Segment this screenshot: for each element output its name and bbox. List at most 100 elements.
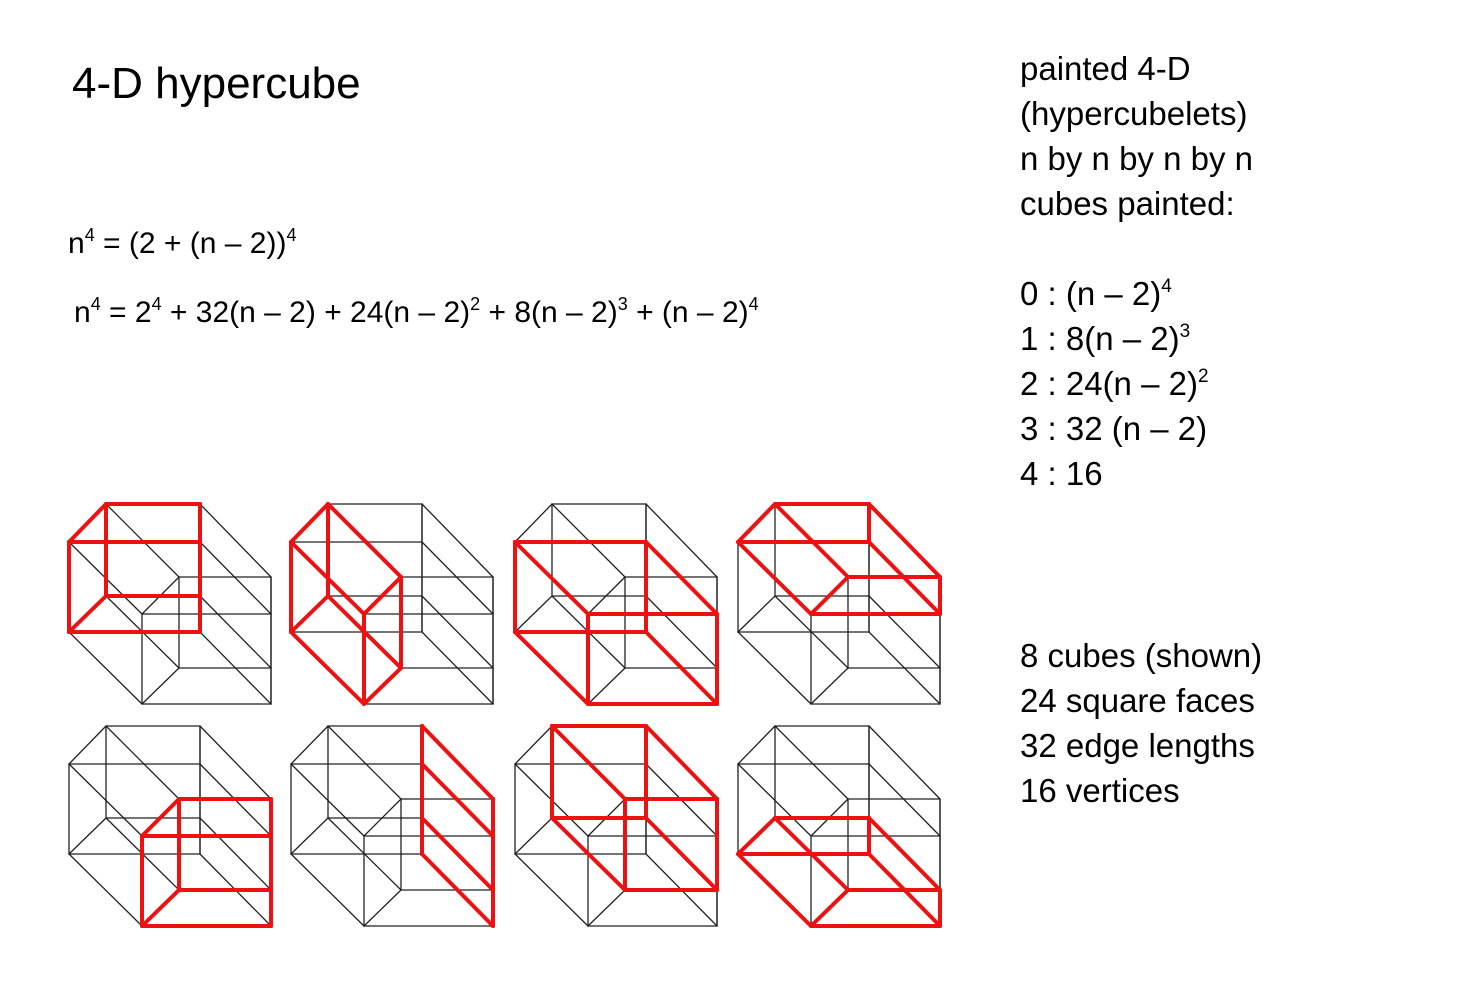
equation-lhs-exponent: 4 [84, 225, 95, 245]
heading-line: (hypercubelets) [1020, 95, 1248, 132]
wire-edge [514, 817, 553, 855]
wire-edge [514, 503, 553, 543]
hypercube-cube-upper-left [67, 502, 272, 705]
highlighted-cube-edge [867, 852, 942, 928]
highlighted-cube-edge [289, 630, 366, 706]
equation-lhs: n [68, 227, 85, 260]
painted-count-item: 4 : 16 [1020, 455, 1103, 492]
wire-edge [105, 725, 180, 800]
wire-edge [514, 853, 589, 927]
highlighted-cube-edge [550, 724, 627, 801]
summary-item: 8 cubes (shown) [1020, 637, 1263, 674]
wire-edge [810, 667, 849, 705]
wire-edge [327, 725, 402, 800]
wire-edge [514, 595, 553, 633]
wire-edge [421, 503, 494, 578]
highlighted-cube-edge [513, 540, 590, 616]
equation-exponent: 3 [617, 294, 628, 314]
highlighted-cube-edge [420, 724, 495, 801]
wire-edge [868, 631, 941, 705]
equation-exponent: 4 [90, 294, 101, 314]
equation-binomial-expansion: n4 = 24 + 32(n – 2) + 24(n – 2)2 + 8(n –… [74, 294, 759, 334]
wire-edge [363, 889, 402, 927]
highlighted-cube-edge [809, 575, 850, 616]
highlighted-cube-edge [736, 502, 777, 544]
wire-edge [68, 631, 143, 705]
wire-edge [68, 817, 107, 855]
equation-term: = 2 [100, 296, 152, 329]
highlighted-cube-edge [773, 816, 850, 892]
wire-edge [774, 725, 849, 800]
wire-edge [645, 503, 718, 578]
summary-item: 32 edge lengths [1020, 727, 1255, 764]
highlighted-cube-edge [644, 540, 719, 616]
wire-edge [199, 541, 272, 615]
heading-line: n by n by n by n [1020, 140, 1253, 177]
wire-edge [290, 853, 365, 927]
highlighted-cube-edge [326, 594, 403, 670]
wire-edge [199, 595, 272, 669]
highlighted-cube-edge [67, 594, 108, 634]
wire-edge [868, 763, 941, 837]
wire-edge [290, 725, 329, 765]
highlighted-cube-edge [644, 816, 719, 892]
highlighted-cube-edge [140, 888, 181, 928]
hypercube-cube-lower-slab [290, 724, 495, 928]
wire-edge [141, 667, 180, 705]
highlighted-cube-edge [736, 852, 813, 928]
equation-rhs-exponent: 4 [286, 225, 297, 245]
equation-term: + (n – 2) [627, 296, 749, 329]
wire-edge [421, 595, 494, 669]
highlighted-cube-edge [67, 502, 108, 544]
highlighted-cube-edge [326, 502, 403, 579]
highlighted-cube-edge [644, 724, 719, 801]
highlighted-cube-edge [362, 575, 403, 616]
wire-edge [587, 576, 626, 615]
wire-edge [868, 725, 941, 800]
wire-edge [421, 631, 494, 705]
wire-edge [290, 817, 329, 855]
highlighted-cube-edge [420, 816, 495, 892]
hypercube-cube-upper-middle [289, 502, 494, 706]
wire-edge [199, 725, 272, 800]
wire-edge [199, 817, 272, 891]
painted-heading: painted 4-D (hypercubelets) n by n by n … [1020, 46, 1253, 226]
highlighted-cube-edge [550, 816, 627, 892]
equation-exponent: 4 [748, 294, 759, 314]
page-title: 4-D hypercube [72, 59, 361, 108]
wire-edge [514, 725, 553, 765]
highlighted-cube-edge [867, 816, 942, 892]
wire-edge [645, 595, 718, 669]
highlighted-cube-edge [773, 502, 850, 579]
highlighted-cube-edge [420, 762, 495, 838]
painted-count-item: 1 : 8(n – 2)3 [1020, 320, 1191, 357]
highlighted-cube-edge [513, 630, 590, 706]
summary-item: 24 square faces [1020, 682, 1255, 719]
highlighted-cube-edge [289, 594, 330, 634]
wire-edge [199, 503, 272, 578]
wire-edge [199, 631, 272, 705]
summary-list: 8 cubes (shown) 24 square faces 32 edge … [1020, 633, 1262, 813]
wire-edge [737, 631, 812, 705]
hypercube-cube-lower-left-slab [736, 725, 942, 928]
highlighted-cube-edge [809, 888, 850, 928]
equation-expansion-base: n4 = (2 + (n – 2))4 [68, 225, 297, 265]
wire-edge [327, 817, 402, 891]
painted-counts-list: 0 : (n – 2)4 1 : 8(n – 2)3 2 : 24(n – 2)… [1020, 271, 1209, 496]
summary-item: 16 vertices [1020, 772, 1180, 809]
hypercube-cube-lower-right [68, 725, 273, 928]
wire-edge [68, 853, 143, 927]
wire-edge [68, 725, 107, 765]
highlighted-cube-edge [140, 797, 181, 838]
highlighted-cube-edge [420, 852, 495, 928]
painted-count-item: 2 : 24(n – 2)2 [1020, 365, 1209, 402]
hypercube-cube-left-slab [513, 503, 719, 706]
wire-edge [737, 595, 776, 633]
heading-line: painted 4-D [1020, 50, 1191, 87]
wire-edge [587, 889, 626, 927]
highlighted-cube-edge [736, 540, 813, 616]
wire-edge [363, 798, 402, 837]
painted-count-item: 3 : 32 (n – 2) [1020, 410, 1208, 447]
wire-edge [737, 725, 776, 765]
